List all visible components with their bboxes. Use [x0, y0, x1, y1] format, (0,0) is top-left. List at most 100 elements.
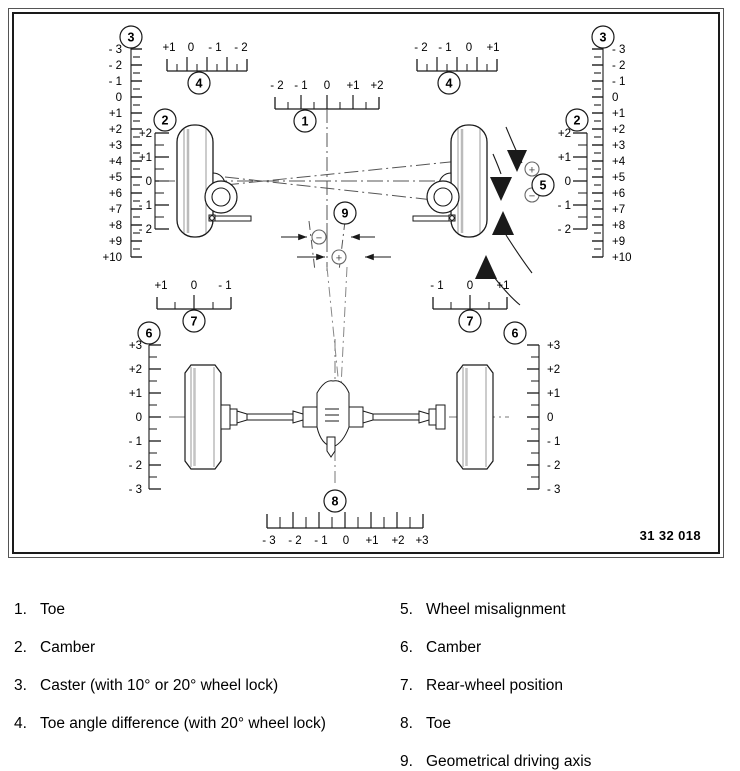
legend-text: Rear-wheel position — [426, 677, 563, 694]
callout-7-right: 7 — [458, 309, 482, 333]
scale-label: +2 — [129, 364, 142, 376]
scale-label: +4 — [109, 156, 123, 168]
scale-label: 0 — [547, 412, 553, 424]
scale-toe-angle-diff-right: - 2 - 1 0 +1 — [414, 42, 500, 72]
plus-marker-label: + — [529, 165, 535, 177]
legend-text: Toe — [40, 601, 65, 618]
callout-label: 1 — [302, 115, 309, 129]
scale-label: - 2 — [139, 224, 152, 236]
legend-number: 3. — [14, 677, 27, 694]
callout-label: 3 — [600, 31, 607, 45]
callout-label: 8 — [332, 495, 339, 509]
legend-text: Toe angle difference (with 20° wheel loc… — [40, 715, 326, 732]
callout-4-left: 4 — [187, 71, 211, 95]
minus-marker-label: − — [316, 233, 322, 245]
legend-text: Toe — [426, 715, 451, 732]
front-right-hub — [412, 172, 460, 222]
legend-text: Camber — [40, 639, 96, 656]
scale-camber-rear-left: +3 +2 +1 0 - 1 - 2 - 3 — [129, 340, 161, 496]
scale-label: +3 — [612, 140, 625, 152]
callout-label: 7 — [191, 315, 198, 329]
callout-label: 9 — [342, 207, 349, 221]
legend-item: 6. Camber — [400, 638, 740, 676]
toe-reference-lines — [224, 158, 480, 206]
scale-label: +1 — [109, 108, 122, 120]
legend-number: 4. — [14, 715, 27, 732]
legend-text: Geometrical driving axis — [426, 753, 592, 770]
scale-camber-front-left: +2 +1 0 - 1 - 2 — [139, 128, 169, 236]
scale-label: +5 — [109, 172, 122, 184]
driving-axis-marker: − + — [281, 205, 391, 272]
callout-4-right: 4 — [437, 71, 461, 95]
legend-item: 1. Toe — [14, 600, 414, 638]
scale-label: +2 — [558, 128, 571, 140]
arrow-down-main — [490, 177, 512, 201]
legend-item: 4. Toe angle difference (with 20° wheel … — [14, 714, 414, 752]
left-cv-boot — [236, 410, 248, 424]
scale-label: - 2 — [270, 80, 283, 92]
callout-7-left: 7 — [182, 309, 206, 333]
legend-item: 7. Rear-wheel position — [400, 676, 740, 714]
scale-label: - 1 — [438, 42, 451, 54]
scale-label: +3 — [415, 535, 428, 547]
legend-column-left: 1. Toe 2. Camber 3. Caster (with 10° or … — [14, 600, 414, 752]
arrow-up-main — [492, 211, 514, 235]
legend-number: 6. — [400, 639, 413, 656]
scale-label: 0 — [188, 42, 194, 54]
scale-rear-wheel-position-left: +1 0 - 1 — [154, 280, 232, 310]
right-cv-boot — [418, 410, 430, 424]
scale-label: 0 — [116, 92, 122, 104]
scale-label: +1 — [154, 280, 167, 292]
legend-number: 7. — [400, 677, 413, 694]
scale-label: +1 — [365, 535, 378, 547]
scale-label: 0 — [565, 176, 571, 188]
callout-9: 9 — [333, 201, 357, 225]
scale-label: 0 — [146, 176, 152, 188]
scale-label: - 1 — [294, 80, 307, 92]
scale-camber-rear-right: +3 +2 +1 0 - 1 - 2 - 3 — [527, 340, 560, 496]
scale-label: +1 — [558, 152, 571, 164]
scale-label: - 3 — [547, 484, 560, 496]
plus-marker-circle — [331, 249, 347, 265]
legend-item: 8. Toe — [400, 714, 740, 752]
scale-label: +1 — [486, 42, 499, 54]
scale-label: +1 — [496, 280, 509, 292]
legend: 1. Toe 2. Camber 3. Caster (with 10° or … — [0, 600, 740, 771]
callout-label: 6 — [512, 327, 519, 341]
scale-label: - 2 — [414, 42, 427, 54]
callout-label: 3 — [128, 31, 135, 45]
left-halfshaft — [246, 413, 294, 421]
scale-label: - 1 — [430, 280, 443, 292]
legend-number: 9. — [400, 753, 413, 770]
scale-label: +3 — [129, 340, 142, 352]
scale-label: - 1 — [129, 436, 142, 448]
scale-rear-wheel-position-right: - 1 0 +1 — [430, 280, 510, 310]
scale-toe-rear: - 3 - 2 - 1 0 +1 +2 +3 — [262, 512, 429, 547]
callout-label: 4 — [196, 77, 203, 91]
scale-label: - 3 — [612, 44, 625, 56]
scale-label: +5 — [612, 172, 625, 184]
callout-label: 4 — [446, 77, 453, 91]
scale-label: +2 — [612, 124, 625, 136]
front-right-wheel — [412, 123, 489, 239]
legend-text: Caster (with 10° or 20° wheel lock) — [40, 677, 279, 694]
minus-marker-circle — [311, 229, 327, 245]
plus-marker-circle — [524, 161, 540, 177]
callout-2-right: 2 — [565, 108, 589, 132]
scale-label: - 1 — [612, 76, 625, 88]
scale-label: - 2 — [129, 460, 142, 472]
legend-number: 1. — [14, 601, 27, 618]
scale-camber-front-right: +2 +1 0 - 1 - 2 — [558, 128, 588, 236]
legend-number: 2. — [14, 639, 27, 656]
arrow-down-upper — [507, 150, 527, 172]
scale-label: - 3 — [262, 535, 275, 547]
scale-label: +7 — [612, 204, 625, 216]
legend-item: 5. Wheel misalignment — [400, 600, 740, 638]
scale-label: - 1 — [314, 535, 327, 547]
callout-5: 5 — [531, 173, 555, 197]
scale-label: - 1 — [139, 200, 152, 212]
scale-label: +3 — [547, 340, 560, 352]
scale-label: +1 — [346, 80, 359, 92]
scale-label: - 2 — [109, 60, 122, 72]
